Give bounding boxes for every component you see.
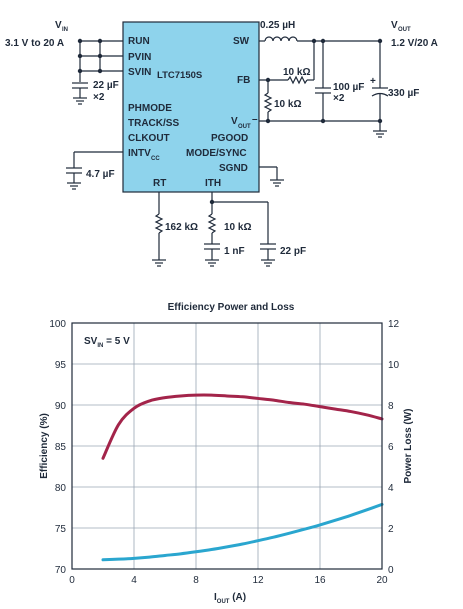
pin-ith: ITH [205, 178, 221, 189]
pin-pgood: PGOOD [211, 133, 248, 144]
x-axis-label: IOUT (A) [214, 592, 246, 605]
pin-vout-sub: OUT [238, 124, 251, 130]
y-tick-label: 90 [55, 401, 67, 412]
y2-tick-label: 6 [388, 442, 394, 453]
ith-network [204, 192, 276, 267]
x-tick-label: 4 [131, 575, 137, 586]
y2-tick-label: 12 [388, 319, 400, 330]
annotation-label: SVIN = 5 V [84, 336, 130, 349]
pin-intvcc: INTV [128, 148, 151, 159]
y2-tick-label: 0 [388, 565, 394, 576]
cin-mult: ×2 [93, 92, 105, 103]
rfb-top-value: 10 kΩ [283, 67, 310, 78]
pin-sw: SW [233, 36, 250, 47]
vin-wiring [77, 38, 123, 82]
y2-axis-label: Power Loss (W) [403, 408, 414, 483]
chart-series [101, 393, 384, 562]
pin-mode-sync: MODE/SYNC [186, 148, 247, 159]
pin-intvcc-sub: CC [151, 156, 160, 162]
chart-title: Efficiency Power and Loss [168, 302, 295, 313]
intvcc-capacitor [66, 151, 123, 190]
y2-tick-label: 4 [388, 483, 394, 494]
pin-run: RUN [128, 36, 150, 47]
y-tick-label: 100 [49, 319, 66, 330]
output-capacitors [259, 41, 389, 138]
pin-phmode: PHMODE [128, 103, 172, 114]
input-capacitor [72, 82, 88, 105]
vout-label: V [391, 20, 398, 31]
pin-track-ss: TRACK/SS [128, 118, 179, 129]
chart-ticks: 0 4 8 12 16 20 70 75 80 85 90 95 100 0 2 4 6 8 10 12 [49, 319, 399, 586]
vin-sub: IN [62, 27, 68, 33]
cith-value: 1 nF [224, 246, 245, 257]
sgnd-ground [259, 166, 284, 187]
pin-sgnd: SGND [219, 163, 248, 174]
cout1-mult: ×2 [333, 93, 345, 104]
cith2-value: 22 pF [280, 246, 306, 257]
pin-vout: V [231, 116, 238, 127]
pin-vout-suffix: – [252, 114, 258, 125]
pin-pvin: PVIN [128, 52, 151, 63]
y-tick-label: 95 [55, 360, 67, 371]
y-tick-label: 85 [55, 442, 67, 453]
cout1-value: 100 µF [333, 82, 364, 93]
rt-value: 162 kΩ [165, 222, 198, 233]
ic-name: LTC7150S [157, 70, 202, 81]
cin-value: 22 µF [93, 80, 119, 91]
cout2-plus: + [370, 76, 376, 87]
output-inductor [259, 36, 383, 44]
rith-value: 10 kΩ [224, 222, 251, 233]
x-tick-label: 0 [69, 575, 75, 586]
y-tick-label: 80 [55, 483, 67, 494]
vin-label: V [55, 20, 62, 31]
rt-resistor [152, 192, 166, 267]
power-loss-line [101, 502, 384, 562]
y2-tick-label: 2 [388, 524, 394, 535]
x-tick-label: 16 [314, 575, 326, 586]
y2-tick-label: 10 [388, 360, 400, 371]
cout2-value: 330 µF [388, 88, 419, 99]
schematic: LTC7150S RUN PVIN SVIN PHMODE TRACK/SS C… [5, 20, 438, 267]
y-tick-label: 70 [55, 565, 67, 576]
x-tick-label: 20 [376, 575, 388, 586]
efficiency-line [101, 393, 384, 460]
fb-divider [259, 41, 315, 124]
pin-rt: RT [153, 178, 166, 189]
chart-grid [72, 323, 382, 569]
pin-svin: SVIN [128, 67, 151, 78]
y-tick-label: 75 [55, 524, 67, 535]
y2-tick-label: 8 [388, 401, 394, 412]
ic-body [122, 21, 260, 193]
inductor-value: 0.25 µH [260, 20, 295, 31]
plot-frame [71, 322, 383, 570]
vout-sub: OUT [398, 27, 411, 33]
cintvcc-value: 4.7 µF [86, 169, 115, 180]
vout-value: 1.2 V/20 A [391, 38, 438, 49]
pin-clkout: CLKOUT [128, 133, 170, 144]
x-tick-label: 8 [193, 575, 199, 586]
x-tick-label: 12 [252, 575, 264, 586]
rfb-bot-value: 10 kΩ [274, 99, 301, 110]
pin-fb: FB [237, 75, 250, 86]
vin-range: 3.1 V to 20 A [5, 38, 64, 49]
y-axis-label: Efficiency (%) [39, 413, 50, 479]
